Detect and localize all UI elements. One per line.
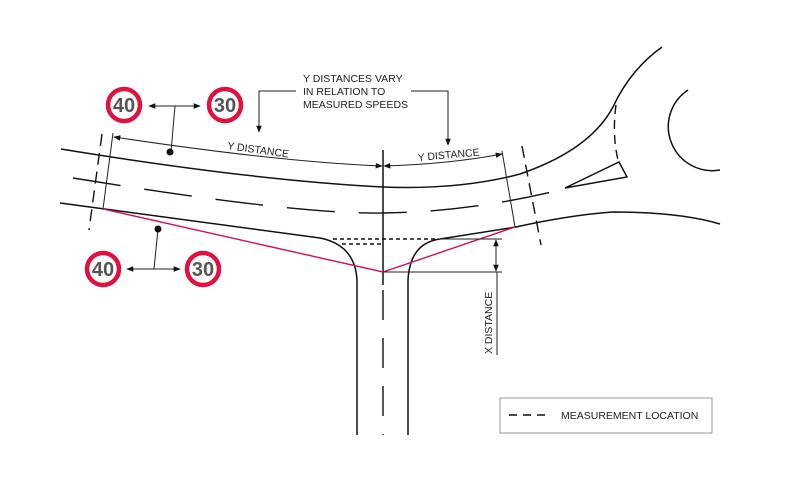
upper-sign-location-dot bbox=[166, 148, 174, 156]
svg-text:40: 40 bbox=[92, 259, 114, 281]
svg-text:30: 30 bbox=[192, 259, 214, 281]
side-road-right-edge bbox=[407, 211, 721, 435]
splitter-island bbox=[564, 161, 629, 189]
measurement-location-right bbox=[521, 145, 542, 246]
measurement-location-left bbox=[88, 133, 103, 231]
lower-sign-leader bbox=[153, 228, 159, 270]
note-line-2: IN RELATION TO bbox=[303, 86, 385, 98]
speed-sign-lower-30: 30 bbox=[184, 250, 222, 288]
note-leader-right bbox=[411, 90, 451, 146]
roundabout-central-island bbox=[667, 89, 721, 172]
y-distance-dimension-left bbox=[113, 135, 383, 169]
visibility-splay bbox=[102, 208, 516, 273]
y-distance-dimension-right bbox=[383, 152, 503, 169]
roundabout-give-way-line bbox=[613, 104, 619, 161]
y-distance-left-label: Y DISTANCE bbox=[227, 140, 290, 161]
note-leader-left bbox=[256, 90, 296, 133]
main-road-top-edge bbox=[60, 46, 663, 189]
y-distance-right-label: Y DISTANCE bbox=[417, 147, 480, 164]
note-line-1: Y DISTANCES VARY bbox=[303, 73, 403, 85]
speed-sign-upper-40: 40 bbox=[105, 86, 143, 124]
svg-text:30: 30 bbox=[214, 95, 236, 117]
main-road-centre-line bbox=[72, 177, 561, 214]
x-distance-label: X DISTANCE bbox=[483, 292, 495, 354]
upper-sign-leader bbox=[170, 105, 176, 153]
legend: MEASUREMENT LOCATION bbox=[499, 397, 713, 434]
legend-label: MEASUREMENT LOCATION bbox=[561, 410, 698, 422]
speed-sign-upper-30: 30 bbox=[206, 86, 244, 124]
speed-sign-lower-40: 40 bbox=[84, 250, 122, 288]
svg-text:40: 40 bbox=[113, 95, 135, 117]
lower-sign-location-dot bbox=[154, 225, 162, 233]
note-line-3: MEASURED SPEEDS bbox=[303, 99, 408, 111]
main-road-bottom-edge-left bbox=[59, 202, 358, 435]
y-distance-boundary-right bbox=[501, 150, 516, 228]
y-distance-boundary-left bbox=[102, 132, 114, 210]
